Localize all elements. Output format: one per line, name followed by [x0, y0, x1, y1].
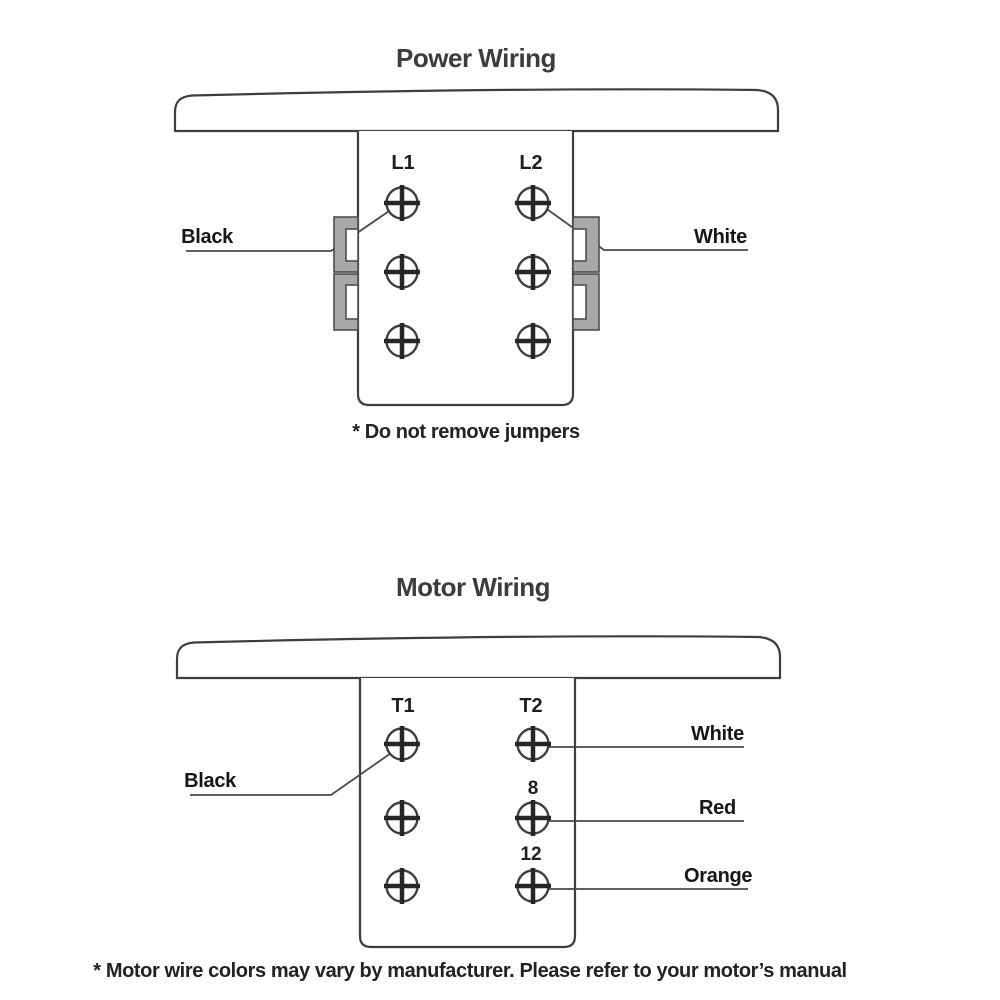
wire-label-white-motor: White: [691, 723, 744, 745]
jumper-left-bottom-slot: [345, 284, 359, 320]
power-black-wire: [186, 208, 393, 252]
motor-diagram-note: * Motor wire colors may vary by manufact…: [93, 960, 846, 982]
power-diagram-note: * Do not remove jumpers: [352, 421, 580, 443]
wire-label-white: White: [694, 226, 747, 248]
power-diagram-title: Power Wiring: [396, 43, 556, 73]
motor-black-wire: [190, 750, 395, 796]
jumper-right-top-slot: [572, 228, 587, 262]
jumper-left-top-slot: [345, 228, 359, 262]
motor-diagram-title: Motor Wiring: [396, 572, 550, 602]
wire-label-orange-motor: Orange: [684, 865, 752, 887]
wire-label-black: Black: [181, 226, 234, 248]
power-wiring-diagram: Power Wiring L1: [173, 43, 780, 443]
motor-wiring-diagram: Motor Wiring T1 T2 8 12 Black White Red: [93, 572, 847, 982]
terminal-label-t1: T1: [391, 695, 414, 717]
terminal-label-8: 8: [528, 778, 539, 799]
motor-switch-cover: [175, 635, 782, 680]
terminal-label-12: 12: [520, 844, 541, 865]
jumper-right-bottom-slot: [572, 284, 587, 320]
wire-label-black-motor: Black: [184, 770, 237, 792]
power-switch-cover: [173, 88, 780, 133]
wire-label-red-motor: Red: [699, 797, 736, 819]
power-white-wire: [543, 206, 748, 251]
terminal-label-l2: L2: [519, 152, 542, 174]
terminal-label-l1: L1: [391, 152, 414, 174]
terminal-label-t2: T2: [519, 695, 542, 717]
